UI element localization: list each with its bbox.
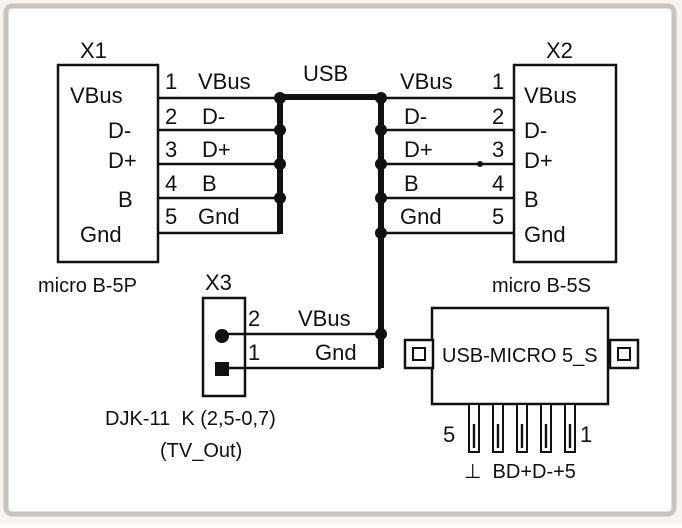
x2-pin-label-5: Gnd xyxy=(524,222,566,247)
x1-pin-label-2: D- xyxy=(108,118,131,143)
x2-pin-label-1: VBus xyxy=(524,83,577,108)
x2-wire-label-2: D- xyxy=(404,104,427,129)
footprint-right-number: 1 xyxy=(580,422,592,447)
x2-wire-label-1: VBus xyxy=(400,69,453,94)
x2-pin-number-5: 5 xyxy=(492,204,504,229)
x2-wire-label-4: B xyxy=(404,171,419,196)
x3-part-name: DJK-11 K (2,5-0,7) xyxy=(105,408,276,430)
footprint-right-pad xyxy=(617,347,631,361)
footprint-left-pad xyxy=(412,347,426,361)
x1-pin-number-2: 2 xyxy=(165,104,177,129)
x2-pin-number-4: 4 xyxy=(492,171,504,196)
x1-part-name: micro B-5P xyxy=(38,275,137,297)
x1-wire-label-3: D+ xyxy=(202,137,231,162)
x3-pin-number-2: 2 xyxy=(248,306,260,331)
junction-dot xyxy=(274,158,286,170)
x3-part-subtitle: (TV_Out) xyxy=(160,440,242,462)
footprint-left-number: 5 xyxy=(443,422,455,447)
x1-ref: X1 xyxy=(80,38,107,63)
x2-wire-label-3: D+ xyxy=(404,137,433,162)
junction-dot xyxy=(274,92,286,104)
small-junction-dot xyxy=(477,161,483,167)
x2-part-name: micro B-5S xyxy=(492,275,591,297)
x1-wire-label-2: D- xyxy=(202,104,225,129)
x2-pin-number-3: 3 xyxy=(492,137,504,162)
junction-dot xyxy=(274,124,286,136)
x2-pin-label-4: B xyxy=(524,187,539,212)
x2-ref: X2 xyxy=(546,38,573,63)
x1-wire-label-5: Gnd xyxy=(198,204,240,229)
x1-pin-number-1: 1 xyxy=(165,69,177,94)
x1-wire-label-4: B xyxy=(202,171,217,196)
x1-pin-label-4: B xyxy=(118,187,133,212)
x3-ref: X3 xyxy=(205,270,232,295)
x3-connector-body xyxy=(201,296,247,398)
x1-pin-label-1: VBus xyxy=(70,83,123,108)
footprint-pin-caption: ⊥ BD+D-+5 xyxy=(464,461,576,483)
x3-pin-2-round xyxy=(215,329,229,343)
x1-pin-number-3: 3 xyxy=(165,137,177,162)
x1-pin-label-3: D+ xyxy=(108,148,137,173)
footprint-body xyxy=(430,306,610,406)
x3-wire-label-vbus: VBus xyxy=(298,306,351,331)
x2-pin-label-3: D+ xyxy=(524,148,553,173)
x2-connector-body xyxy=(512,63,618,264)
footprint-label: USB-MICRO 5_S xyxy=(442,345,598,367)
x2-pin-number-2: 2 xyxy=(492,104,504,129)
x2-pin-number-1: 1 xyxy=(492,69,504,94)
x3-wire-label-gnd: Gnd xyxy=(315,340,357,365)
x1-connector-body xyxy=(56,63,160,264)
x3-pin-number-1: 1 xyxy=(248,340,260,365)
x1-pin-number-4: 4 xyxy=(165,171,177,196)
junction-dot xyxy=(274,192,286,204)
x2-wire-label-5: Gnd xyxy=(400,204,442,229)
x2-pin-label-2: D- xyxy=(524,118,547,143)
x1-pin-label-5: Gnd xyxy=(80,222,122,247)
x1-pin-number-5: 5 xyxy=(165,204,177,229)
x1-wire-label-1: VBus xyxy=(198,69,251,94)
bus-label: USB xyxy=(303,61,348,86)
